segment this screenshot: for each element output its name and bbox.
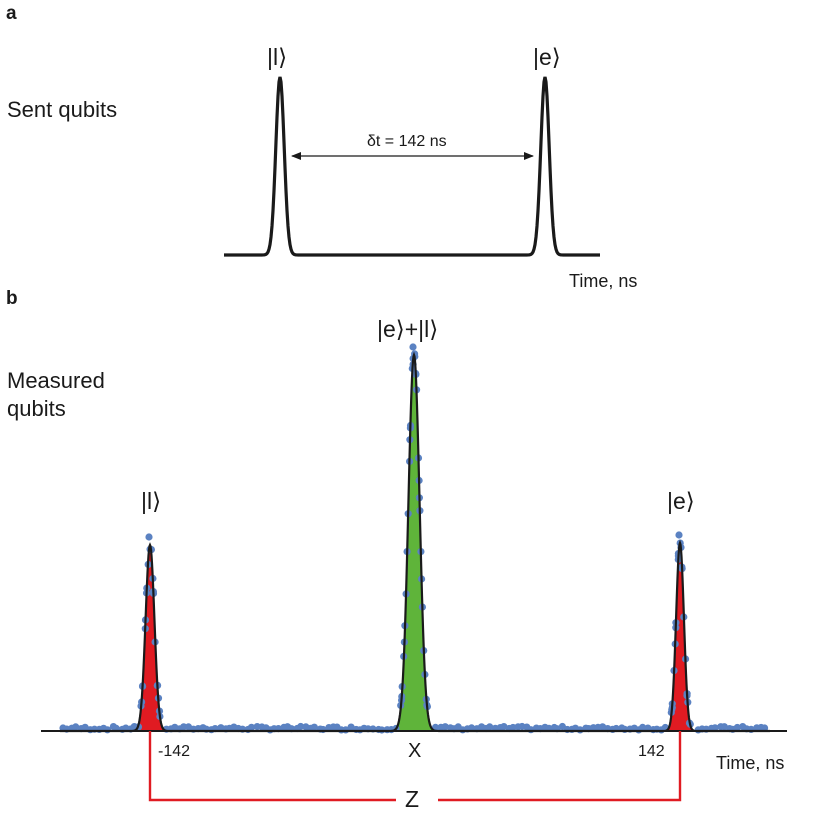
panel-a-label: a xyxy=(6,3,17,24)
z-bracket-right xyxy=(438,731,682,802)
peak-data-point xyxy=(409,343,417,351)
measured-peak-left-label: |l⟩ xyxy=(141,488,162,514)
panel-a-time-axis-label: Time, ns xyxy=(569,271,638,291)
panel-b-time-axis-label: Time, ns xyxy=(716,753,785,773)
measured-peak-right-label: |e⟩ xyxy=(667,488,695,514)
z-bracket-label: Z xyxy=(405,786,420,812)
time-separation-label: δt = 142 ns xyxy=(367,133,447,150)
baseline-data-point xyxy=(72,723,80,731)
sent-pulse-left-label: |l⟩ xyxy=(267,44,288,70)
baseline-data-point xyxy=(500,723,508,731)
z-bracket-left xyxy=(148,731,396,802)
peak-data-point xyxy=(675,531,683,539)
baseline-data-point xyxy=(468,724,476,732)
panel-b-label: b xyxy=(6,288,18,309)
tick-label-minus-142: -142 xyxy=(158,743,191,760)
measured-peak-center-label: |e⟩+|l⟩ xyxy=(377,316,439,342)
left-peak-fill xyxy=(132,545,168,731)
tick-label-x: X xyxy=(408,740,422,762)
right-peak-fill xyxy=(664,543,696,731)
center-peak-fill xyxy=(391,355,437,731)
baseline-data-point xyxy=(310,723,318,731)
measured-qubits-label-line1: Measured xyxy=(7,368,105,393)
sent-qubits-label: Sent qubits xyxy=(7,97,118,122)
baseline-data-point xyxy=(733,723,741,732)
baseline-data-point xyxy=(639,723,647,732)
sent-pulse-right-label: |e⟩ xyxy=(533,44,561,70)
tick-label-142: 142 xyxy=(638,743,665,760)
baseline-data-point xyxy=(297,722,305,731)
peak-data-point xyxy=(145,533,153,541)
baseline-data-point xyxy=(761,724,769,732)
baseline-data-point xyxy=(247,723,256,731)
baseline-data-point xyxy=(711,724,719,732)
sent-pulse-trace xyxy=(224,76,600,257)
baseline-data-point xyxy=(486,723,494,731)
measured-qubits-label-line2: qubits xyxy=(7,396,66,421)
